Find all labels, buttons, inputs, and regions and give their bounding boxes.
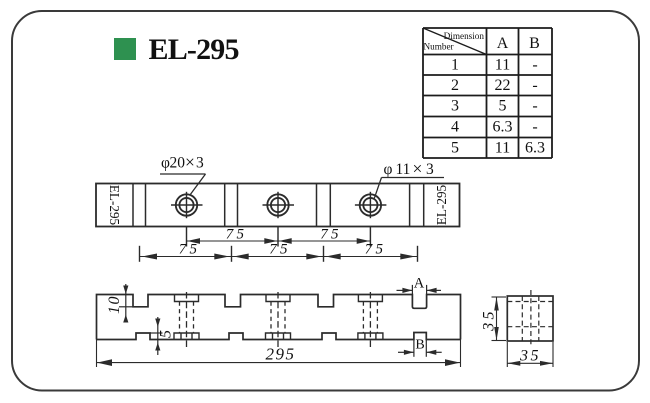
svg-text:B: B (415, 337, 424, 352)
svg-text:6.3: 6.3 (525, 139, 545, 156)
svg-text:35: 35 (481, 308, 498, 331)
svg-text:B: B (529, 35, 540, 52)
svg-text:5: 5 (451, 139, 459, 156)
svg-text:A: A (497, 35, 509, 52)
svg-text:6.3: 6.3 (493, 119, 513, 136)
svg-text:75: 75 (179, 242, 200, 258)
svg-text:5: 5 (499, 98, 507, 115)
svg-text:75: 75 (320, 227, 341, 243)
svg-text:EL-295: EL-295 (434, 184, 449, 225)
svg-text:Dimension: Dimension (444, 31, 485, 41)
svg-text:10: 10 (106, 295, 123, 314)
svg-text:φ20×3: φ20×3 (161, 152, 204, 172)
svg-text:-: - (532, 56, 537, 73)
svg-text:4: 4 (451, 119, 459, 136)
svg-text:295: 295 (266, 345, 296, 364)
svg-text:1: 1 (451, 56, 459, 73)
svg-text:-: - (532, 77, 537, 94)
svg-text:75: 75 (365, 242, 386, 258)
svg-text:-: - (532, 119, 537, 136)
svg-text:75: 75 (269, 242, 290, 258)
svg-text:11: 11 (495, 139, 510, 156)
svg-text:5: 5 (158, 330, 175, 338)
svg-text:22: 22 (495, 77, 511, 94)
svg-text:3: 3 (451, 98, 459, 115)
svg-text:2: 2 (451, 77, 459, 94)
svg-text:11: 11 (495, 56, 510, 73)
svg-text:φ11×3: φ11×3 (384, 159, 435, 179)
svg-text:-: - (532, 98, 537, 115)
svg-text:35: 35 (519, 348, 541, 365)
svg-text:A: A (414, 276, 425, 292)
svg-text:75: 75 (226, 227, 247, 243)
svg-text:Number: Number (424, 42, 454, 52)
svg-text:EL-295: EL-295 (107, 185, 122, 226)
svg-text:EL-295: EL-295 (149, 33, 239, 66)
